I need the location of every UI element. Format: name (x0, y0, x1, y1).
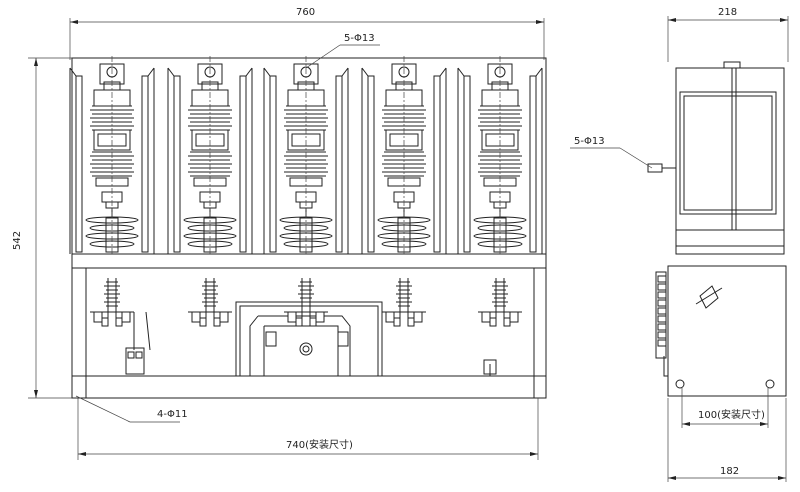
terminal-strip (657, 275, 667, 347)
dimension-mount-width: 740(安装尺寸) (77, 398, 539, 460)
callout-mount-holes: 4-Φ11 (75, 395, 188, 423)
side-base-label: 182 (720, 466, 739, 477)
mount-holes-label: 4-Φ11 (157, 409, 188, 420)
terminal-holes-side-label: 5-Φ13 (574, 136, 605, 147)
callout-terminal-holes-side: 5-Φ13 (570, 136, 653, 169)
dimension-side-mount: 100(安装尺寸) (681, 388, 769, 428)
dimension-side-base: 182 (667, 398, 787, 482)
overall-width-label: 760 (296, 7, 315, 18)
side-mount-label: 100(安装尺寸) (698, 408, 765, 421)
pole-1 (69, 56, 155, 327)
operating-mechanism (125, 301, 497, 377)
terminal-holes-front-label: 5-Φ13 (344, 33, 375, 44)
callout-terminal-holes-front: 5-Φ13 (305, 33, 380, 69)
poles (69, 56, 543, 327)
front-frame (71, 57, 547, 399)
dimension-side-depth: 218 (667, 7, 789, 62)
dimension-overall-width: 760 (69, 7, 545, 60)
side-depth-label: 218 (718, 7, 737, 18)
pole-4 (361, 56, 447, 327)
mount-width-label: 740(安装尺寸) (286, 438, 353, 451)
pole-3 (263, 56, 349, 327)
dimension-overall-height: 542 (12, 57, 72, 399)
overall-height-label: 542 (12, 231, 23, 250)
pole-5 (457, 56, 543, 327)
front-view: 760 542 (12, 7, 547, 460)
side-view: 218 (570, 7, 789, 482)
pole-2 (167, 56, 253, 327)
side-mechanism-body (667, 265, 787, 397)
